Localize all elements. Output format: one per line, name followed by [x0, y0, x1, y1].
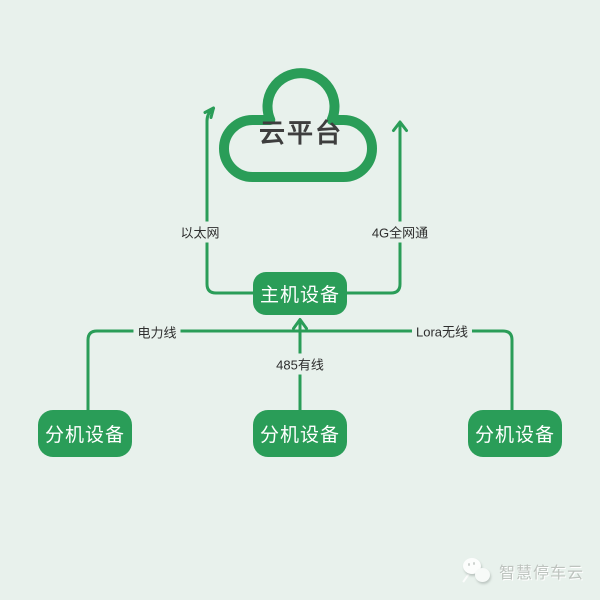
link-label-lora: Lora无线: [411, 320, 473, 342]
watermark-text: 智慧停车云: [498, 565, 584, 582]
link-label-powerline: 电力线: [133, 321, 181, 343]
host-device-label: 主机设备: [259, 285, 340, 306]
link-label-4g: 4G全网通: [367, 221, 433, 243]
link-label-rs485: 485有线: [272, 353, 328, 375]
host-device-node: 主机设备: [253, 272, 347, 315]
link-label-ethernet: 以太网: [176, 221, 224, 243]
fourg-line: [344, 124, 402, 295]
arrow-up-icon: [292, 318, 308, 330]
cloud-node-label: 云平台: [258, 118, 343, 148]
terminal-device-label: 分机设备: [259, 425, 340, 446]
terminal-device-label: 分机设备: [474, 425, 555, 446]
terminal-device-node-left: 分机设备: [38, 410, 132, 457]
ethernet-line: [205, 121, 256, 295]
wechat-bubbles-icon: [462, 555, 492, 587]
arrow-up-right-icon: [203, 106, 215, 123]
terminal-device-label: 分机设备: [44, 425, 125, 446]
arrow-up-icon: [392, 120, 408, 132]
cloud-shape: [219, 68, 377, 182]
terminal-device-node-middle: 分机设备: [253, 410, 347, 457]
terminal-device-node-right: 分机设备: [468, 410, 562, 457]
watermark: 智慧停车云: [462, 555, 584, 587]
